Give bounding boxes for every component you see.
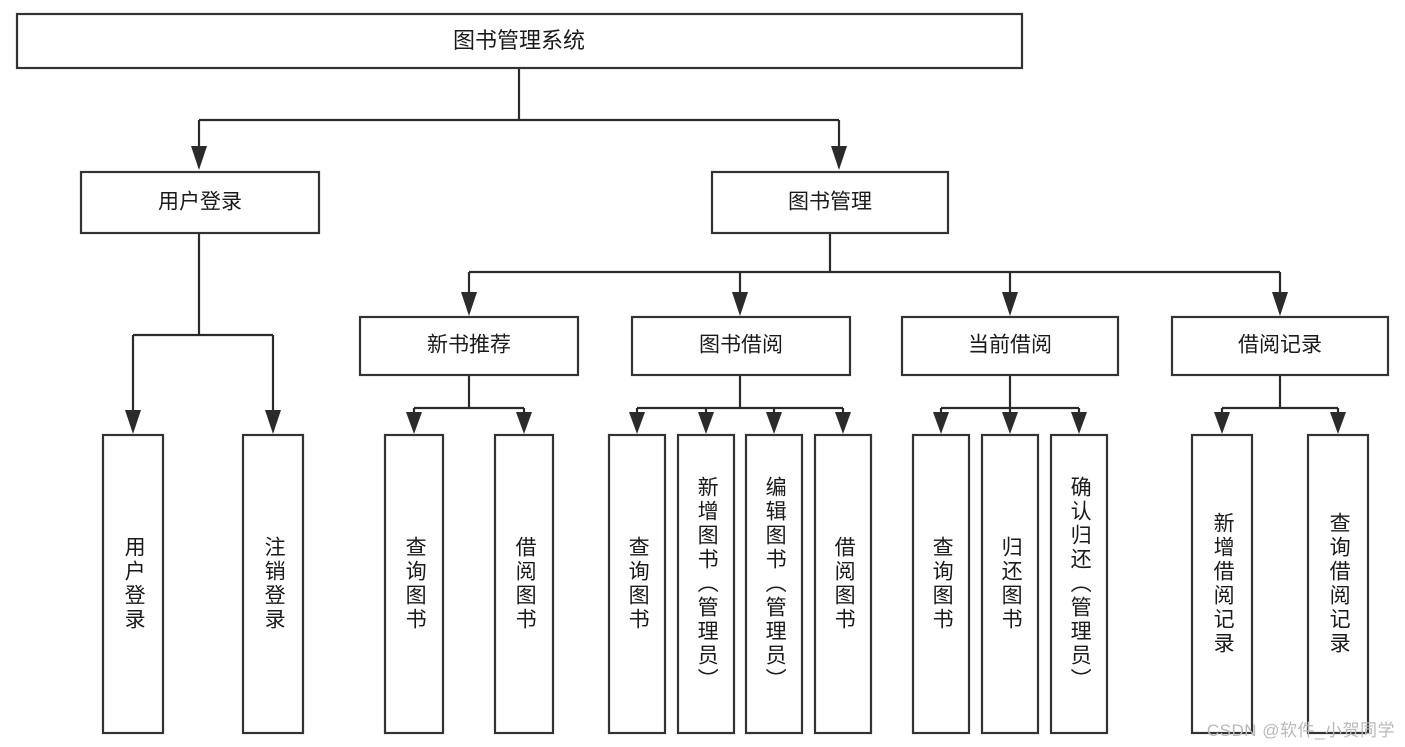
arrow-root-to-bookmanage — [831, 146, 847, 170]
leaf-confirm-return-admin-box[interactable] — [1049, 433, 1109, 735]
node-book-borrow[interactable]: 图书借阅 — [630, 315, 852, 377]
connector-group-currentborrow — [933, 375, 1087, 434]
node-book-manage[interactable]: 图书管理 — [710, 170, 950, 235]
node-book-borrow-box[interactable] — [630, 315, 852, 377]
node-book-borrow-label: 图书借阅 — [699, 334, 783, 357]
node-root-label: 图书管理系统 — [453, 28, 585, 53]
leaf-add-borrow-record-box[interactable] — [1190, 433, 1254, 735]
arrow-cb-leaf-1 — [933, 412, 949, 434]
arrow-bb-leaf-4 — [835, 412, 851, 434]
csdn-watermark: CSDN @软件_小贺同学 — [1206, 721, 1395, 740]
node-borrow-record-label: 借阅记录 — [1238, 334, 1322, 357]
node-book-manage-label: 图书管理 — [788, 191, 872, 214]
leaf-return-book-box[interactable] — [980, 433, 1040, 735]
leaf-query-book-2-box[interactable] — [607, 433, 667, 735]
arrow-userlogin-leaf-2 — [265, 410, 281, 434]
arrow-bm-to-borrowrecord — [1272, 292, 1288, 316]
node-new-book-recommend-box[interactable] — [358, 315, 580, 377]
connector-group-bookborrow — [629, 375, 851, 434]
node-borrow-record[interactable]: 借阅记录 — [1170, 315, 1390, 377]
arrow-br-leaf-2 — [1330, 412, 1346, 434]
arrow-cb-leaf-2 — [1002, 412, 1018, 434]
leaf-add-book-admin-box[interactable] — [676, 433, 736, 735]
arrow-newbook-leaf-1 — [406, 412, 422, 434]
node-root-box[interactable] — [15, 12, 1024, 70]
connector-group-bookmanage — [461, 233, 1288, 316]
leaf-borrow-book-2-box[interactable] — [813, 433, 873, 735]
node-new-book-recommend[interactable]: 新书推荐 — [358, 315, 580, 377]
connector-group-userlogin — [125, 233, 281, 434]
arrow-bb-leaf-3 — [766, 412, 782, 434]
leaf-query-book-1-box[interactable] — [383, 433, 445, 735]
node-book-manage-box[interactable] — [710, 170, 950, 235]
node-user-login-label: 用户登录 — [158, 191, 242, 214]
arrow-bm-to-bookborrow — [732, 292, 748, 316]
leaf-boxes — [101, 433, 1370, 735]
node-current-borrow-label: 当前借阅 — [968, 334, 1052, 357]
leaf-query-book-3-box[interactable] — [911, 433, 971, 735]
leaf-user-login-box[interactable] — [101, 433, 165, 735]
node-new-book-recommend-label: 新书推荐 — [427, 334, 511, 357]
arrow-newbook-leaf-2 — [516, 412, 532, 434]
connector-group-borrowrecord — [1214, 375, 1346, 434]
node-user-login[interactable]: 用户登录 — [79, 170, 321, 235]
node-borrow-record-box[interactable] — [1170, 315, 1390, 377]
connector-group-newbook — [406, 375, 532, 434]
node-current-borrow-box[interactable] — [900, 315, 1120, 377]
node-root[interactable]: 图书管理系统 — [15, 12, 1024, 70]
arrow-bm-to-currentborrow — [1002, 292, 1018, 316]
arrow-bb-leaf-1 — [629, 412, 645, 434]
leaf-borrow-book-1-box[interactable] — [493, 433, 555, 735]
leaf-logout-login-box[interactable] — [241, 433, 305, 735]
node-current-borrow[interactable]: 当前借阅 — [900, 315, 1120, 377]
arrow-cb-leaf-3 — [1071, 412, 1087, 434]
leaf-edit-book-admin-box[interactable] — [744, 433, 804, 735]
arrow-root-to-userlogin — [191, 146, 207, 170]
connector-group-root — [191, 68, 847, 170]
arrow-bb-leaf-2 — [698, 412, 714, 434]
arrow-br-leaf-1 — [1214, 412, 1230, 434]
leaf-query-borrow-record-box[interactable] — [1306, 433, 1370, 735]
arrow-userlogin-leaf-1 — [125, 410, 141, 434]
arrow-bm-to-newbook — [461, 292, 477, 316]
node-user-login-box[interactable] — [79, 170, 321, 235]
